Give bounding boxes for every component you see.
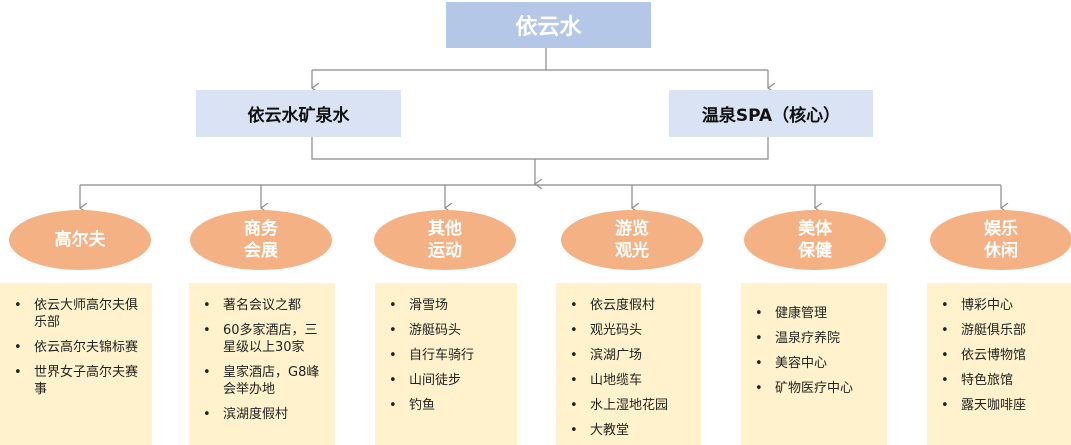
- list-item: 依云博物馆: [941, 347, 1063, 364]
- list-item: 水上湿地花园: [570, 397, 693, 414]
- list-item: 依云大师高尔夫俱乐部: [14, 297, 144, 331]
- list-item: 著名会议之都: [203, 297, 327, 314]
- category-business-exhibition: 商务 会展: [190, 210, 332, 270]
- list-item: 世界女子高尔夫赛事: [14, 364, 144, 398]
- list-item: 博彩中心: [941, 297, 1063, 314]
- list-item: 露天咖啡座: [941, 397, 1063, 414]
- leisure-panel: 博彩中心 游艇俱乐部 依云博物馆 特色旅馆 露天咖啡座: [927, 283, 1071, 445]
- list-item: 游艇码头: [389, 322, 509, 339]
- health-panel: 健康管理 温泉疗养院 美容中心 矿物医疗中心: [741, 283, 887, 445]
- list-item: 60多家酒店，三星级以上30家: [203, 322, 327, 356]
- other-sports-panel: 滑雪场 游艇码头 自行车骑行 山间徒步 钓鱼: [375, 283, 517, 445]
- leisure-list: 博彩中心 游艇俱乐部 依云博物馆 特色旅馆 露天咖啡座: [941, 297, 1063, 414]
- business-list: 著名会议之都 60多家酒店，三星级以上30家 皇家酒店，G8峰会举办地 滨湖度假…: [203, 297, 327, 423]
- list-item: 游艇俱乐部: [941, 322, 1063, 339]
- health-list: 健康管理 温泉疗养院 美容中心 矿物医疗中心: [755, 305, 879, 397]
- list-item: 滨湖度假村: [203, 406, 327, 423]
- list-item: 山间徒步: [389, 372, 509, 389]
- list-item: 美容中心: [755, 355, 879, 372]
- list-item: 依云度假村: [570, 297, 693, 314]
- list-item: 温泉疗养院: [755, 330, 879, 347]
- golf-list: 依云大师高尔夫俱乐部 依云高尔夫锦标赛 世界女子高尔夫赛事: [14, 297, 144, 398]
- list-item: 山地缆车: [570, 372, 693, 389]
- root-connector: [312, 48, 768, 71]
- spa-node: 温泉SPA（核心）: [669, 90, 873, 137]
- list-item: 滨湖广场: [570, 347, 693, 364]
- list-item: 自行车骑行: [389, 347, 509, 364]
- category-health-beauty: 美体 保健: [744, 210, 886, 270]
- category-leisure: 娱乐 休闲: [930, 210, 1071, 270]
- list-item: 矿物医疗中心: [755, 380, 879, 397]
- list-item: 滑雪场: [389, 297, 509, 314]
- golf-panel: 依云大师高尔夫俱乐部 依云高尔夫锦标赛 世界女子高尔夫赛事: [0, 283, 152, 445]
- mineral-water-node: 依云水矿泉水: [196, 90, 401, 137]
- list-item: 皇家酒店，G8峰会举办地: [203, 364, 327, 398]
- root-node: 依云水: [446, 2, 651, 48]
- list-item: 观光码头: [570, 322, 693, 339]
- other-sports-list: 滑雪场 游艇码头 自行车骑行 山间徒步 钓鱼: [389, 297, 509, 414]
- list-item: 依云高尔夫锦标赛: [14, 339, 144, 356]
- category-other-sports: 其他 运动: [374, 210, 516, 270]
- list-item: 钓鱼: [389, 397, 509, 414]
- list-item: 特色旅馆: [941, 372, 1063, 389]
- list-item: 大教堂: [570, 422, 693, 439]
- category-golf: 高尔夫: [9, 210, 151, 270]
- category-sightseeing: 游览 观光: [561, 210, 703, 270]
- merge-connector: [311, 137, 769, 160]
- list-item: 健康管理: [755, 305, 879, 322]
- sightseeing-list: 依云度假村 观光码头 滨湖广场 山地缆车 水上湿地花园 大教堂: [570, 297, 693, 439]
- sightseeing-panel: 依云度假村 观光码头 滨湖广场 山地缆车 水上湿地花园 大教堂: [556, 283, 701, 445]
- business-panel: 著名会议之都 60多家酒店，三星级以上30家 皇家酒店，G8峰会举办地 滨湖度假…: [189, 283, 335, 445]
